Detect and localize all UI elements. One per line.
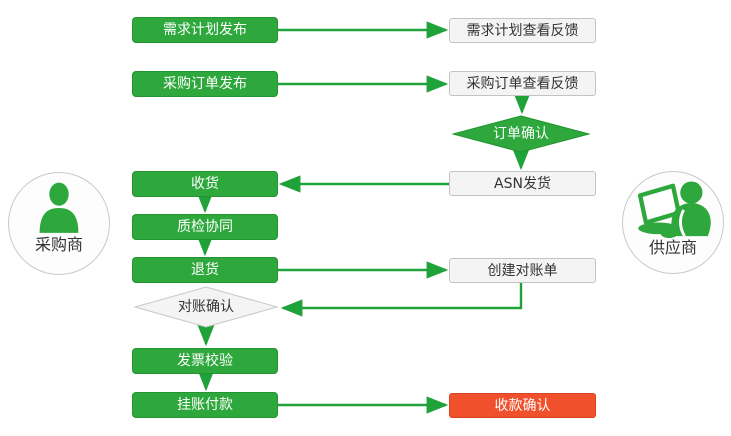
user-icon — [39, 182, 79, 233]
node-receive: 收货 — [132, 171, 278, 197]
connector-statement-to-confirm — [280, 283, 523, 317]
node-demand-plan-feedback: 需求计划查看反馈 — [449, 18, 596, 43]
node-book-payment: 挂账付款 — [132, 392, 278, 418]
actor-supplier: 供应商 — [622, 171, 724, 274]
actor-buyer-label: 采购商 — [34, 235, 83, 254]
actor-supplier-label: 供应商 — [648, 238, 697, 257]
node-po-publish: 采购订单发布 — [132, 71, 278, 97]
decision-statement-confirm-label: 对账确认 — [178, 299, 234, 315]
user-laptop-icon — [637, 181, 711, 238]
decision-statement-confirm: 对账确认 — [134, 286, 278, 328]
diamond-shape — [452, 115, 590, 153]
actor-buyer: 采购商 — [8, 172, 110, 275]
node-payment-confirm: 收款确认 — [449, 393, 596, 418]
node-create-statement: 创建对账单 — [449, 258, 596, 283]
decision-order-confirm: 订单确认 — [452, 115, 590, 153]
node-demand-plan-publish: 需求计划发布 — [132, 17, 278, 43]
diamond-shape — [134, 286, 278, 328]
node-quality-collab: 质检协同 — [132, 214, 278, 240]
node-asn-ship: ASN发货 — [449, 171, 596, 196]
decision-order-confirm-label: 订单确认 — [493, 126, 549, 142]
node-invoice-check: 发票校验 — [132, 348, 278, 374]
node-return-goods: 退货 — [132, 257, 278, 283]
node-po-feedback: 采购订单查看反馈 — [449, 71, 596, 96]
